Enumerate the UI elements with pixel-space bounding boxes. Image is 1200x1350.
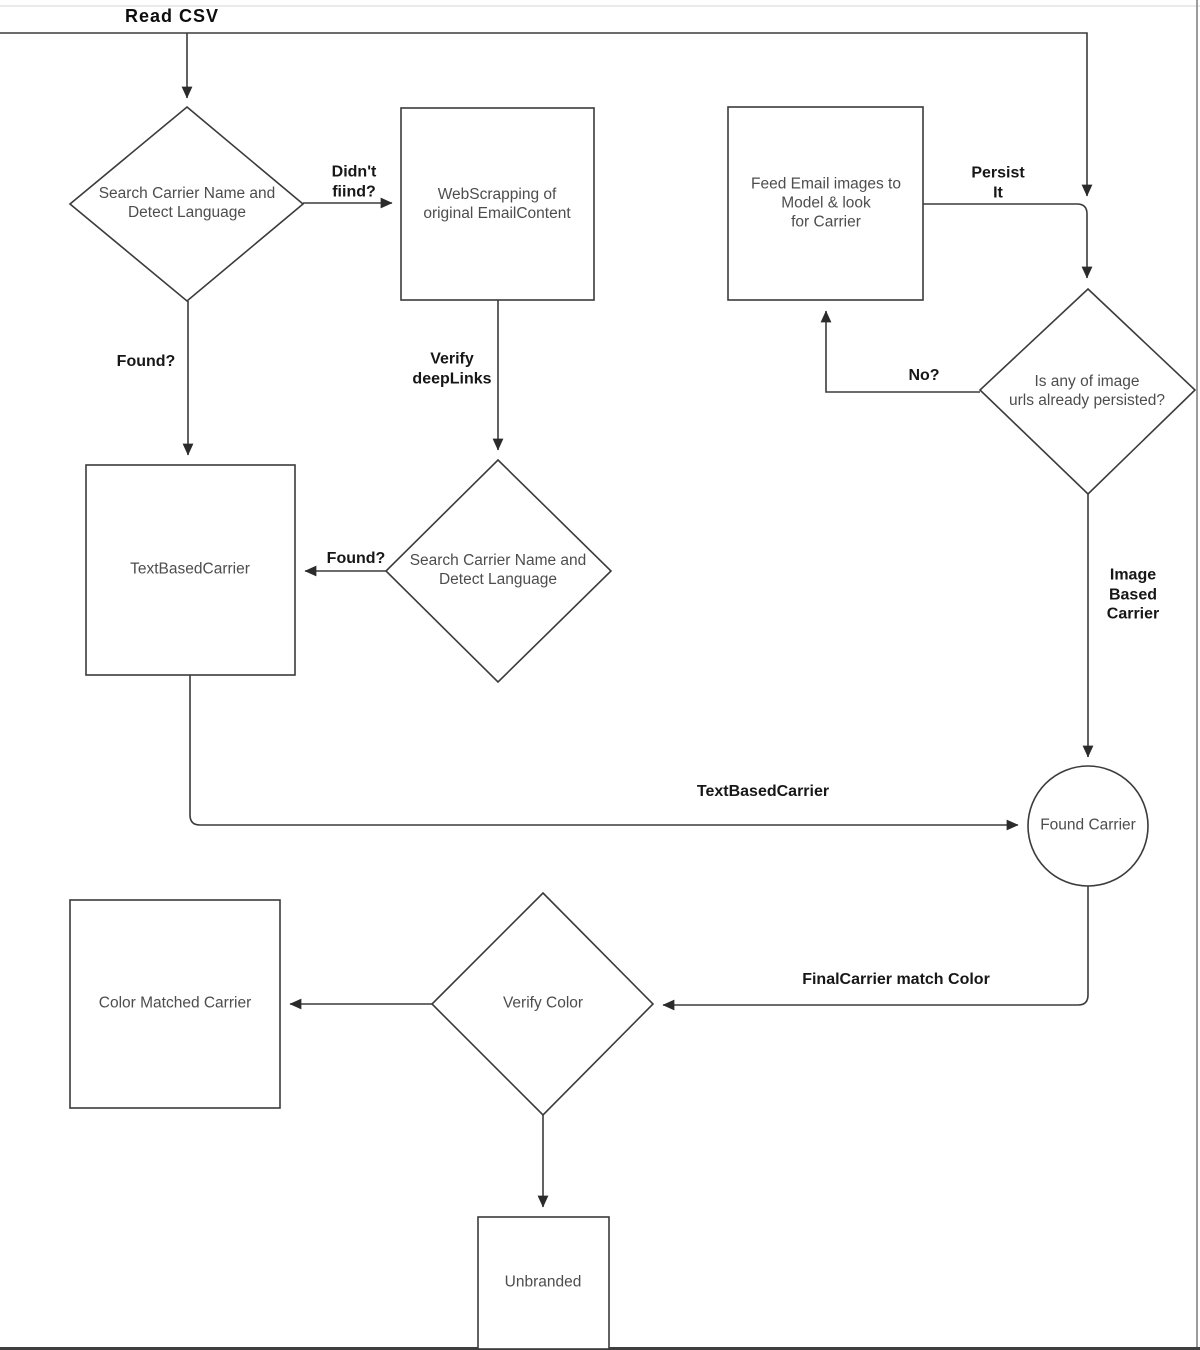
node-search-carrier-1-shape (68, 105, 305, 303)
node-color-matched-carrier-shape (69, 899, 281, 1109)
edge-read-csv-right (0, 32, 1093, 197)
node-feed-email-images-shape (727, 106, 924, 301)
node-webscrapping-shape (400, 107, 595, 301)
edge-finalcarrier-match-color (662, 886, 1089, 1011)
node-unbranded-shape (477, 1216, 610, 1350)
node-search-carrier-2-shape (384, 458, 613, 684)
node-text-based-carrier-shape (85, 464, 296, 676)
node-persisted-check-shape (978, 287, 1197, 496)
edge-text-based-carrier (189, 675, 1019, 831)
edge-no (820, 310, 980, 393)
node-verify-color-shape (430, 891, 655, 1117)
node-found-carrier-shape (1027, 765, 1149, 887)
edge-persist-it (923, 203, 1093, 279)
